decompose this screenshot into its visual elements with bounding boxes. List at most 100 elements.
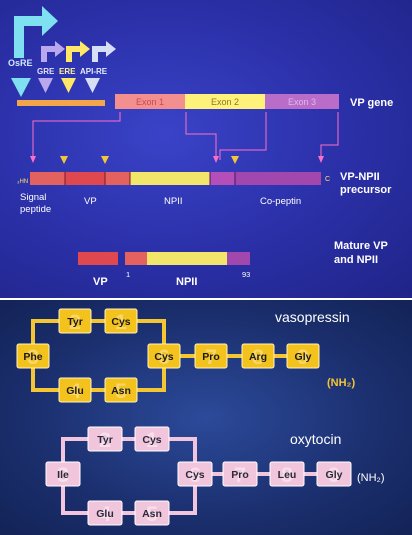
oxytocin-residue-label: Cys (142, 434, 161, 446)
promoter-label-gre: GRE (37, 67, 55, 76)
vasopressin-residue-label: Tyr (67, 316, 83, 328)
promoter-ere-arrow-icon (66, 41, 90, 62)
promoter-gre-triangle-icon (38, 78, 53, 93)
promoter-label-apire: API-RE (80, 67, 108, 76)
exon-2-box (185, 94, 265, 109)
mature-label-line2: and NPII (334, 254, 378, 266)
vasopressin-terminal-label: (NH₂) (327, 377, 355, 389)
oxytocin-position-number: 8 (281, 462, 293, 487)
exon-3-label: Exon 3 (288, 97, 316, 107)
promoter-apire-arrow-icon (92, 41, 116, 62)
oxytocin-position-number: 3 (57, 462, 69, 487)
connector-arrowheads (30, 156, 324, 163)
promoter-region-bar (17, 100, 105, 106)
promoter-osre-arrow-icon (14, 6, 58, 58)
vasopressin-residue-label: Arg (249, 351, 267, 363)
oxytocin-position-number: 2 (99, 427, 111, 452)
exon-1-box (115, 94, 185, 109)
promoter-gre-arrow-icon (41, 41, 65, 62)
vasopressin-position-number: 8 (252, 344, 264, 369)
mature-npii-bar (125, 252, 250, 265)
vasopressin-position-number: 6 (158, 344, 170, 369)
exon-connector-lines (32, 112, 339, 160)
segment-signal-label-line1: Signal (20, 192, 46, 203)
vasopressin-position-number: 7 (205, 344, 217, 369)
peptide-structures-svg: vasopressin oxytocin (NH₂) (NH₂) 1Cys2Ty… (16, 308, 384, 526)
gene-diagram-svg: OsRE GRE ERE API-RE Exon 1 Exon 2 Exon 3… (8, 6, 393, 288)
oxytocin-position-number: 9 (328, 462, 340, 487)
precursor-label-line1: VP-NPII (340, 171, 380, 183)
vp-gene-label: VP gene (350, 97, 393, 109)
promoter-osre-triangle-icon (11, 78, 31, 97)
mature-label-line1: Mature VP (334, 240, 388, 252)
oxytocin-position-number: 7 (234, 462, 246, 487)
exon-1-label: Exon 1 (136, 97, 164, 107)
mature-vp-label: VP (93, 276, 108, 288)
n-terminus-label: ₃HN (17, 179, 28, 185)
vasopressin-position-number: 9 (297, 344, 309, 369)
vasopressin-residue-label: Phe (23, 351, 42, 363)
promoter-label-osre: OsRE (8, 58, 33, 68)
segment-npii-label: NPII (164, 196, 182, 207)
oxytocin-residue-label: Cys (185, 469, 204, 481)
exon-3-box (265, 94, 339, 109)
npii-start-label: 1 (126, 270, 130, 279)
promoter-ere-triangle-icon (61, 78, 76, 93)
mature-vp-bar (78, 252, 118, 265)
gene-diagram-panel: OsRE GRE ERE API-RE Exon 1 Exon 2 Exon 3… (0, 0, 412, 298)
vasopressin-residue-label: Cys (154, 351, 173, 363)
oxytocin-position-number: 5 (146, 501, 158, 526)
vasopressin-position-number: 5 (115, 378, 127, 403)
vasopressin-position-number: 3 (27, 344, 39, 369)
oxytocin-residue-label: Gly (326, 469, 343, 481)
oxytocin-position-number: 4 (99, 501, 111, 526)
promoter-apire-triangle-icon (85, 78, 100, 93)
precursor-bar (30, 172, 321, 185)
oxytocin-terminal-label: (NH₂) (357, 472, 384, 484)
oxytocin-residue-label: Glu (96, 508, 114, 520)
vasopressin-position-number: 2 (69, 309, 81, 334)
segment-vp-label: VP (84, 196, 97, 207)
precursor-label-line2: precursor (340, 184, 392, 196)
vasopressin-position-number: 1 (115, 309, 127, 334)
segment-copeptin-label: Co-peptin (260, 196, 301, 207)
vasopressin-residue-label: Glu (66, 385, 84, 397)
oxytocin-position-number: 6 (189, 462, 201, 487)
oxytocin-residue-label: Pro (231, 469, 249, 481)
cleavage-site-markers (60, 156, 239, 164)
promoter-label-ere: ERE (59, 67, 76, 76)
vasopressin-residue-label: Gly (295, 351, 312, 363)
vasopressin-residue-label: Cys (111, 316, 130, 328)
npii-end-label: 93 (242, 270, 250, 279)
oxytocin-residue-label: Tyr (97, 434, 113, 446)
oxytocin-residue-label: Ile (57, 469, 69, 481)
vasopressin-residue-label: Asn (111, 385, 131, 397)
vasopressin-position-number: 4 (69, 378, 81, 403)
oxytocin-residue-label: Leu (278, 469, 297, 481)
segment-signal-label-line2: peptide (20, 204, 51, 215)
oxytocin-position-number: 1 (146, 427, 158, 452)
c-terminus-label: C (325, 176, 330, 183)
exon-2-label: Exon 2 (211, 97, 239, 107)
oxytocin-title: oxytocin (290, 431, 341, 447)
mature-npii-label: NPII (176, 276, 197, 288)
